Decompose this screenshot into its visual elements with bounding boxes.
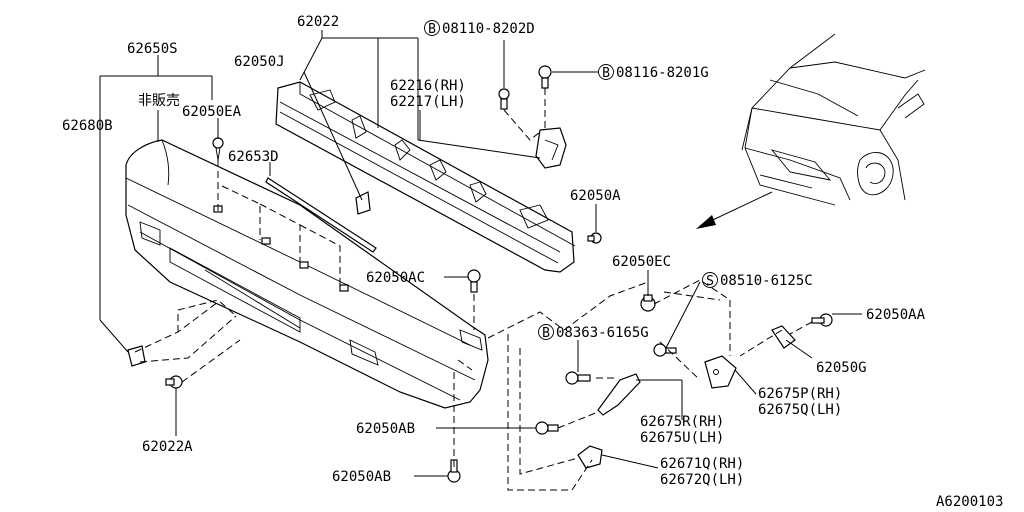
label-62675U: 62675U(LH) <box>640 430 724 446</box>
bracket-62675R <box>597 373 641 416</box>
symbol-bolt-top: B <box>424 20 440 37</box>
svg-text:B: B <box>602 66 610 81</box>
label-not-for-sale: 非販売 <box>138 93 180 109</box>
svg-text:B: B <box>542 326 550 341</box>
clip-62050EA <box>212 137 224 161</box>
direction-arrow <box>696 191 773 229</box>
front-bumper-fascia <box>125 139 489 409</box>
label-62671Q: 62671Q(RH) <box>660 456 744 472</box>
label-62050A: 62050A <box>570 188 621 204</box>
label-62216: 62216(RH) <box>390 78 466 94</box>
bolt-62050AB-upper <box>535 421 559 435</box>
label-62675Q: 62675Q(LH) <box>758 402 842 418</box>
label-62650S: 62650S <box>127 41 178 57</box>
symbol-screw: S <box>702 272 718 289</box>
label-62680B: 62680B <box>62 118 113 134</box>
label-62217: 62217(LH) <box>390 94 466 110</box>
bolt-62050AA <box>811 313 833 327</box>
clip-62050EC <box>640 294 656 312</box>
assembly-dashed-lines <box>134 160 813 491</box>
label-62050AA: 62050AA <box>866 307 926 323</box>
diagram-code: A6200103 <box>936 494 1003 510</box>
label-62050G: 62050G <box>816 360 867 376</box>
label-08363-6165G: 08363-6165G <box>556 325 649 341</box>
bumper-molding-strip <box>265 177 377 253</box>
symbol-bolt-mid: B <box>538 324 554 341</box>
part-labels: 62022 62650S 62050J 非販売 62050EA 62680B 6… <box>62 14 1003 510</box>
bolt-08116-8201G <box>538 65 552 89</box>
label-62022A: 62022A <box>142 439 193 455</box>
bolt-62022A <box>165 375 183 389</box>
label-62050AB-upper: 62050AB <box>356 421 415 437</box>
bracket-62675P <box>704 355 737 389</box>
label-62050AB-lower: 62050AB <box>332 469 391 485</box>
label-62672Q: 62672Q(LH) <box>660 472 744 488</box>
bracket-62671Q <box>577 445 603 469</box>
bolt-62050A <box>587 232 602 244</box>
svg-text:B: B <box>428 22 436 37</box>
clip-62680B <box>127 345 146 367</box>
vehicle-illustration <box>741 33 926 206</box>
label-62050EA: 62050EA <box>182 104 242 120</box>
label-08116-8201G: 08116-8201G <box>616 65 709 81</box>
label-62675P: 62675P(RH) <box>758 386 842 402</box>
svg-text:S: S <box>706 274 714 289</box>
label-62653D: 62653D <box>228 149 279 165</box>
label-62050J: 62050J <box>234 54 285 70</box>
label-62675R: 62675R(RH) <box>640 414 724 430</box>
bolt-08110-8202D <box>498 88 510 110</box>
headlamp-bracket <box>535 127 567 169</box>
label-62022: 62022 <box>297 14 339 30</box>
leader-lines <box>99 30 862 477</box>
grille-assembly <box>275 81 576 273</box>
clip-62050G <box>771 325 796 349</box>
bolt-08363-6165G <box>565 371 591 385</box>
label-62050AC: 62050AC <box>366 270 425 286</box>
label-08510-6125C: 08510-6125C <box>720 273 813 289</box>
symbol-bolt-right: B <box>598 64 614 81</box>
label-62050EC: 62050EC <box>612 254 671 270</box>
label-08110-8202D: 08110-8202D <box>442 21 535 37</box>
clip-62050J <box>355 191 371 215</box>
bolt-62050AC <box>467 269 481 293</box>
